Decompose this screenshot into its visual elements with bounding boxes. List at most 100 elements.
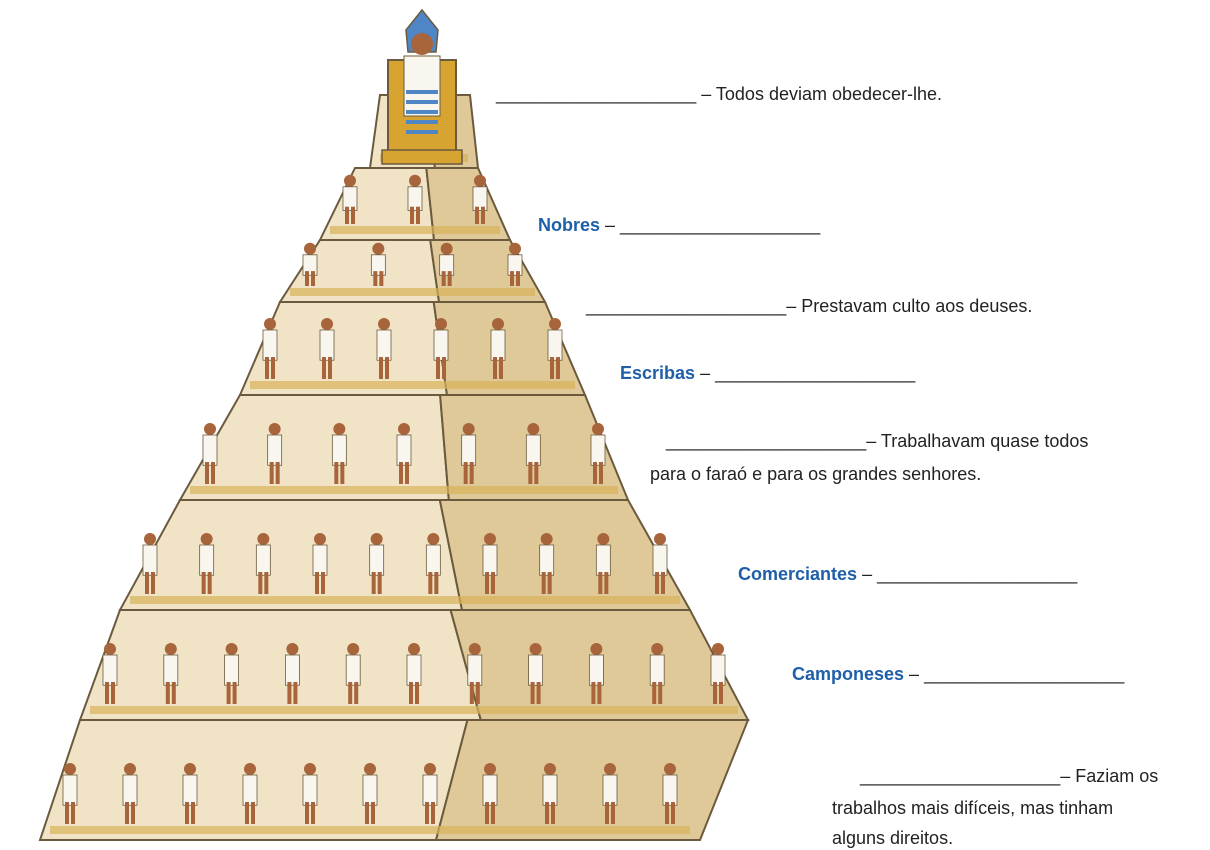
figure-leg	[354, 682, 359, 704]
figure-body	[467, 654, 483, 686]
figure-body	[482, 544, 498, 576]
figure-leg	[328, 357, 332, 379]
figure-body	[525, 434, 541, 466]
figure-body	[224, 654, 240, 686]
figure-leg	[205, 462, 209, 484]
figure-head	[314, 533, 326, 545]
answer-blank[interactable]: ____________________	[715, 363, 916, 383]
figure-head	[468, 643, 481, 655]
figure-body	[331, 434, 347, 466]
figure-leg	[598, 572, 603, 594]
figure-leg	[191, 802, 195, 824]
figure-head	[409, 174, 421, 187]
figure-leg	[475, 206, 479, 224]
figure-leg	[436, 357, 440, 379]
figure-head	[590, 643, 603, 655]
figure-leg	[547, 572, 552, 594]
figure-leg	[463, 462, 468, 484]
label-escravos-line3: alguns direitos.	[832, 828, 954, 848]
figure-body	[602, 774, 618, 806]
figure-leg	[71, 802, 75, 824]
figure-body	[433, 329, 449, 361]
figure-body	[376, 329, 392, 361]
answer-blank[interactable]: ____________________	[877, 564, 1078, 584]
figure-leg	[493, 357, 497, 379]
pharaoh-stripe	[406, 130, 438, 134]
figure-leg	[311, 271, 315, 286]
pyramid-illustration	[38, 8, 750, 841]
comerciantes-tier-right-face	[438, 499, 692, 611]
figure-leg	[226, 682, 231, 704]
figure-leg	[593, 462, 597, 484]
escravos-tier-right-face	[434, 719, 750, 841]
figure-leg	[658, 682, 663, 704]
figure-leg	[351, 206, 355, 224]
figure-head	[529, 643, 542, 655]
figure-leg	[475, 682, 480, 704]
figure-leg	[713, 682, 717, 704]
figure-body	[662, 774, 678, 806]
pharaoh-stripe	[406, 120, 438, 124]
pharaoh-body	[403, 55, 441, 117]
figure-body	[472, 186, 488, 211]
figure-leg	[442, 357, 446, 379]
figure-head	[264, 318, 276, 330]
figure-head	[304, 763, 316, 775]
figure-leg	[434, 572, 439, 594]
answer-blank[interactable]: ____________________	[586, 296, 787, 316]
figure-leg	[171, 682, 176, 704]
figure-head	[184, 763, 196, 775]
answer-blank[interactable]: ____________________	[666, 431, 867, 451]
answer-blank[interactable]: ____________________	[924, 664, 1125, 684]
comerciantes-tier-ground	[130, 596, 680, 604]
answer-blank[interactable]: ____________________	[620, 215, 821, 235]
label-artesaos: ____________________– Trabalhavam quase …	[666, 431, 1089, 451]
figure-leg	[416, 206, 420, 224]
figure-leg	[293, 682, 298, 704]
figure-leg	[165, 682, 170, 704]
escravos-tier-ground	[50, 826, 690, 834]
keyword-camponeses: Camponeses	[792, 664, 905, 684]
figure-leg	[485, 802, 489, 824]
figure-head	[654, 533, 666, 545]
figure-leg	[409, 682, 413, 704]
figure-body	[202, 434, 218, 466]
figure-head	[104, 643, 116, 655]
figure-leg	[269, 462, 274, 484]
figure-leg	[371, 802, 375, 824]
figure-leg	[305, 802, 309, 824]
figure-body	[362, 774, 378, 806]
figure-body	[539, 544, 555, 576]
figure-head	[164, 643, 177, 655]
figure-body	[242, 774, 258, 806]
pharaoh-stripe	[406, 90, 438, 94]
figure-leg	[441, 271, 446, 286]
figure-body	[163, 654, 179, 686]
answer-blank[interactable]: ____________________	[496, 84, 697, 104]
label-artesaos-line2: para o faraó e para os grandes senhores.	[650, 464, 982, 484]
figure-head	[492, 318, 504, 330]
figure-body	[267, 434, 283, 466]
figure-head	[474, 174, 486, 187]
figure-leg	[258, 572, 263, 594]
figure-head	[378, 318, 390, 330]
figure-body	[122, 774, 138, 806]
figure-head	[712, 643, 724, 655]
answer-blank[interactable]: ____________________	[860, 766, 1061, 786]
figure-head	[204, 423, 216, 435]
figure-head	[462, 423, 475, 435]
figure-head	[268, 423, 281, 435]
figure-head	[408, 643, 420, 655]
figure-head	[484, 763, 496, 775]
figure-leg	[431, 802, 435, 824]
figure-body	[422, 774, 438, 806]
label-escravos-line2: trabalhos mais difíceis, mas tinham	[832, 798, 1114, 818]
figure-head	[286, 643, 299, 655]
figure-body	[649, 654, 665, 686]
figure-head	[64, 763, 76, 775]
figure-body	[342, 186, 358, 211]
figure-leg	[530, 682, 535, 704]
figure-leg	[111, 682, 115, 704]
figure-body	[199, 544, 215, 576]
figure-leg	[671, 802, 675, 824]
